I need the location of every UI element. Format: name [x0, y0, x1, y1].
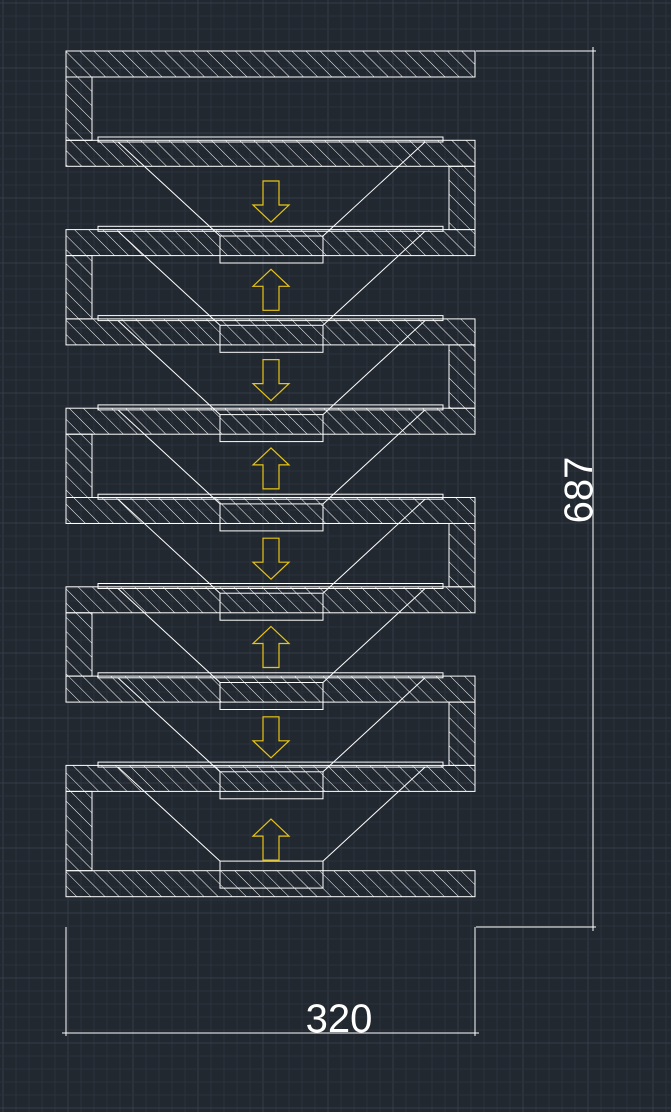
- height-dimension[interactable]: 687: [476, 47, 601, 931]
- enclosure-side-wall: [65, 612, 93, 677]
- driver-magnet: [219, 324, 324, 353]
- driver-cone-left: [117, 766, 221, 862]
- speaker-driver: [97, 225, 444, 353]
- enclosure-shelf: [65, 764, 476, 792]
- driver-magnet: [219, 235, 324, 264]
- enclosure-side-wall: [65, 255, 93, 320]
- driver-magnet: [219, 592, 324, 621]
- arrow-up-icon: [251, 447, 291, 490]
- enclosure-shelf: [65, 229, 476, 257]
- enclosure-shelf: [65, 870, 476, 898]
- driver-cone-left: [117, 588, 221, 683]
- enclosure-side-wall: [448, 523, 476, 588]
- enclosure-side-wall: [448, 165, 476, 231]
- arrow-down-icon: [251, 716, 291, 759]
- driver-cone-right: [322, 320, 426, 415]
- speaker-driver: [97, 761, 444, 889]
- enclosure-side-wall: [448, 701, 476, 766]
- enclosure-side-wall: [65, 790, 93, 872]
- arrow-down-icon: [251, 359, 291, 402]
- enclosure-side-wall: [448, 344, 476, 409]
- airflow-arrows: [251, 180, 291, 861]
- enclosure-shelf: [65, 139, 476, 167]
- driver-mounting-flange: [97, 761, 444, 768]
- width-dimension[interactable]: 320: [62, 927, 479, 1041]
- enclosure-shelf: [65, 497, 476, 524]
- driver-cone-right: [322, 230, 426, 326]
- enclosure-side-wall: [65, 433, 93, 499]
- driver-cone-left: [117, 498, 221, 594]
- driver-mounting-flange: [97, 225, 444, 232]
- driver-cone-right: [322, 409, 426, 505]
- driver-cone-left: [117, 230, 221, 326]
- driver-cone-left: [117, 320, 221, 415]
- driver-mounting-flange: [97, 404, 444, 411]
- arrow-down-icon: [251, 537, 291, 581]
- driver-cone-right: [322, 766, 426, 862]
- arrow-down-icon: [251, 180, 291, 223]
- driver-mounting-flange: [97, 493, 444, 500]
- driver-magnet: [219, 414, 324, 443]
- driver-cone-right: [322, 588, 426, 683]
- arrow-up-icon: [251, 818, 291, 861]
- speaker-driver: [97, 493, 444, 621]
- driver-magnet: [219, 682, 324, 710]
- speaker-driver: [97, 583, 444, 710]
- enclosure-shelf: [65, 407, 476, 435]
- enclosure-shelf: [65, 586, 476, 614]
- driver-magnet: [219, 860, 324, 889]
- driver-magnet: [219, 503, 324, 532]
- driver-mounting-flange: [97, 583, 444, 589]
- speaker-driver: [97, 404, 444, 532]
- driver-cone-left: [117, 409, 221, 505]
- enclosure-shelf: [65, 50, 476, 78]
- speaker-driver: [97, 672, 444, 800]
- width-dimension-label: 320: [306, 997, 373, 1041]
- arrow-up-icon: [251, 625, 291, 669]
- driver-cone-right: [322, 498, 426, 594]
- driver-cone-left: [117, 677, 221, 773]
- driver-mounting-flange: [97, 136, 444, 143]
- speaker-driver: [97, 136, 444, 264]
- driver-mounting-flange: [97, 315, 444, 322]
- arrow-up-icon: [251, 268, 291, 311]
- speaker-drivers: [97, 136, 444, 889]
- enclosure-side-wall: [65, 76, 93, 141]
- enclosure-shelf: [65, 318, 476, 346]
- speaker-driver: [97, 315, 444, 443]
- enclosure-shelf: [65, 675, 476, 703]
- enclosure-walls: [65, 50, 476, 898]
- driver-cone-right: [322, 677, 426, 773]
- driver-mounting-flange: [97, 672, 444, 679]
- driver-cone-right: [322, 141, 426, 237]
- driver-magnet: [219, 771, 324, 800]
- driver-cone-left: [117, 141, 221, 237]
- height-dimension-label: 687: [557, 457, 601, 524]
